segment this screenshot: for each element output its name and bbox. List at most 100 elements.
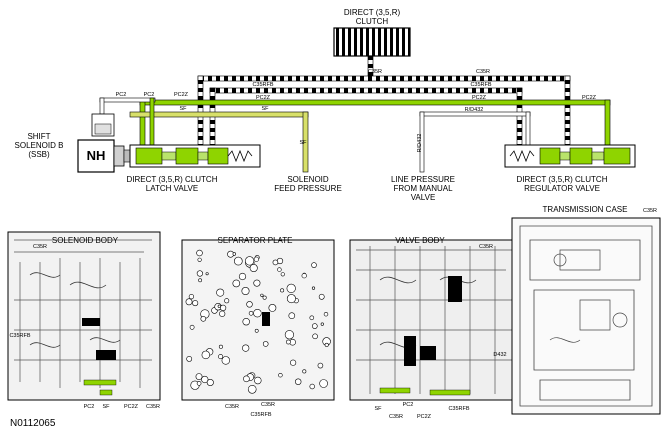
- solenoid-body-title: SOLENOID BODY: [51, 236, 119, 245]
- plate-hole: [201, 375, 209, 384]
- plate-hole: [295, 378, 302, 385]
- separator-plate-title: SEPARATOR PLATE: [217, 236, 293, 245]
- plate-hole: [246, 301, 253, 308]
- plate-hole: [260, 293, 264, 297]
- sb-label-c35r: C35R: [32, 244, 48, 250]
- plate-hole: [262, 341, 269, 347]
- plate-hole: [324, 342, 329, 347]
- passage-c35r-2: C35R: [475, 69, 491, 75]
- plate-hole: [254, 376, 262, 385]
- plate-hole: [218, 344, 223, 349]
- figure-id: N0112065: [10, 418, 56, 429]
- plate-hole: [285, 339, 291, 345]
- passage-sf-b: SF: [261, 106, 269, 112]
- shift-solenoid-b: [77, 139, 131, 173]
- sp-label-c35r: C35R: [224, 404, 240, 410]
- plate-hole: [198, 278, 203, 283]
- passage-pc2z: PC2Z: [173, 92, 189, 98]
- passage-sf-c: SF: [299, 140, 307, 146]
- plate-hole: [196, 270, 203, 277]
- plate-hole: [262, 295, 267, 300]
- plate-hole: [301, 273, 307, 279]
- vb-label-c35r-2: C35R: [388, 414, 404, 420]
- transmission-case-panel: [511, 217, 661, 415]
- latch-valve-label: DIRECT (3,5,R) CLUTCH LATCH VALVE: [126, 175, 218, 193]
- plate-hole: [323, 312, 329, 317]
- plate-hole: [216, 288, 225, 297]
- passage-pc2z-b: PC2Z: [255, 95, 271, 101]
- plate-hole: [286, 294, 296, 304]
- rd432-passage: [419, 111, 531, 173]
- vb-label-c35r: C35R: [478, 244, 494, 250]
- plate-hole: [284, 330, 295, 340]
- plate-hole: [277, 267, 282, 272]
- plate-hole: [317, 362, 324, 369]
- tc-label-c35r: C35R: [642, 208, 658, 214]
- plate-hole: [278, 373, 283, 378]
- plate-hole: [253, 279, 261, 287]
- plate-hole: [196, 381, 202, 386]
- line-pressure-label: LINE PRESSURE FROM MANUAL VALVE: [390, 175, 456, 202]
- valve-body-panel: [349, 239, 521, 401]
- plate-hole: [242, 344, 250, 352]
- plate-hole: [205, 272, 209, 276]
- plate-hole: [290, 359, 297, 366]
- sb-label-c35rfb: C35RFB: [9, 333, 31, 339]
- regulator-valve-label: DIRECT (3,5,R) CLUTCH REGULATOR VALVE: [516, 175, 608, 193]
- plate-hole: [206, 378, 214, 386]
- plate-hole: [224, 298, 230, 304]
- plate-hole: [249, 263, 258, 272]
- plate-hole: [221, 356, 231, 365]
- plate-hole: [243, 375, 250, 383]
- sp-label-c35r-2: C35R: [260, 402, 276, 408]
- plate-hole: [253, 309, 262, 318]
- plate-hole: [311, 323, 318, 329]
- plate-hole: [219, 310, 226, 317]
- plate-hole: [309, 315, 315, 321]
- passage-pc2z-d: PC2Z: [581, 95, 597, 101]
- plate-hole: [272, 259, 279, 266]
- plate-hole: [201, 350, 211, 360]
- plate-hole: [248, 310, 254, 316]
- plate-hole: [197, 257, 202, 262]
- plate-hole: [200, 315, 207, 322]
- plate-hole: [253, 256, 259, 262]
- plate-hole: [189, 324, 195, 330]
- sb-label-pc2z: PC2Z: [123, 404, 139, 410]
- plate-hole: [195, 373, 203, 380]
- plate-hole: [302, 369, 307, 374]
- plate-hole: [242, 318, 250, 326]
- sb-label-pc2: PC2: [83, 404, 95, 410]
- plate-hole: [218, 354, 224, 360]
- transmission-case-title: TRANSMISSION CASE: [542, 205, 628, 214]
- passage-rd432: R/D432: [464, 107, 484, 113]
- plate-hole: [238, 272, 247, 281]
- vb-label-d432: D432: [493, 352, 507, 358]
- plate-hole: [309, 383, 315, 390]
- valve-body-title: VALVE BODY: [395, 236, 445, 245]
- plate-hole: [288, 312, 296, 320]
- passage-c35rfb-2: C35RFB: [470, 82, 492, 88]
- plate-hole: [192, 300, 199, 307]
- passage-rd432-b: R/D432: [417, 133, 423, 153]
- plate-hole: [245, 256, 255, 266]
- passage-c35rfb: C35RFB: [252, 82, 274, 88]
- sb-label-c35r-2: C35R: [145, 404, 161, 410]
- plate-hole: [312, 333, 318, 340]
- plate-hole: [232, 252, 237, 256]
- direct-clutch-block: [333, 27, 411, 57]
- plate-hole: [254, 328, 259, 333]
- passage-sf: SF: [179, 106, 187, 112]
- nh-label: NH: [86, 148, 106, 163]
- plate-hole: [318, 293, 325, 300]
- sp-label-c35rfb: C35RFB: [250, 412, 272, 418]
- top-circuit: [77, 27, 636, 173]
- plate-hole: [311, 286, 316, 290]
- plate-hole: [217, 304, 221, 308]
- passage-pc2: PC2: [115, 92, 127, 98]
- sf-passage: [129, 111, 309, 173]
- vb-label-pc2z: PC2Z: [416, 414, 432, 420]
- solenoid-body-panel: [7, 231, 161, 401]
- plate-hole: [241, 286, 250, 295]
